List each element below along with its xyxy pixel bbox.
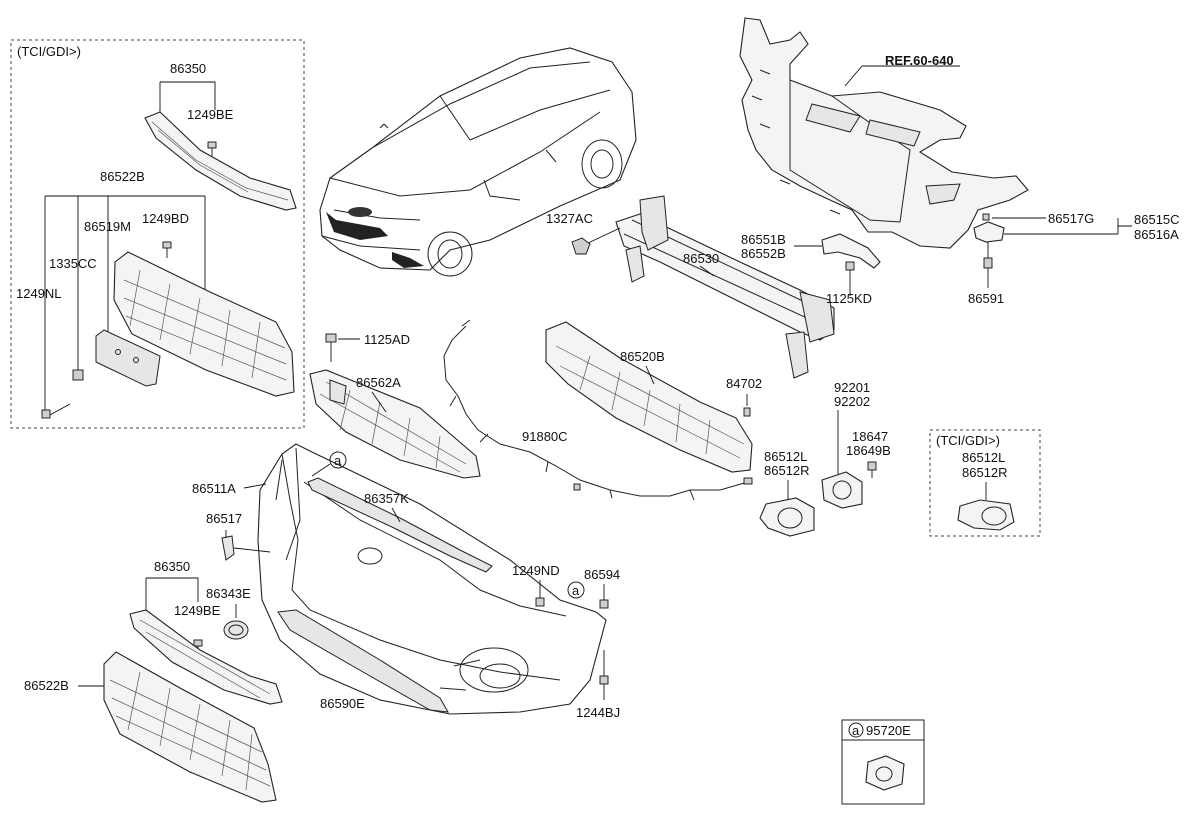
label-86512L: 86512L [764, 449, 807, 464]
clip-1335CC [72, 369, 84, 381]
wiring-harness-91880C[interactable] [443, 319, 753, 501]
callout-table-part: 95720E [866, 723, 911, 738]
label-86530: 86530 [683, 251, 719, 266]
label-86522B-bottom: 86522B [24, 678, 69, 693]
label-86343E: 86343E [206, 586, 251, 601]
upper-bumper-bracket-86562A[interactable] [309, 369, 481, 479]
energy-absorber-86520B[interactable] [545, 321, 753, 473]
label-1125AD: 1125AD [364, 332, 410, 347]
label-1327AC: 1327AC [546, 211, 593, 226]
fog-lamp-92201[interactable] [821, 471, 863, 509]
callout-table-symbol [848, 722, 864, 738]
box-title-left: (TCI/GDI>) [17, 44, 81, 59]
label-1249BE-bottom: 1249BE [174, 603, 221, 618]
radiator-grille-lower-bottom[interactable] [103, 651, 277, 803]
emblem-86343E[interactable] [223, 620, 249, 640]
label-86562A: 86562A [356, 375, 401, 390]
callout-part-table: a 95720E [841, 719, 925, 805]
radiator-grille-upper-bottom[interactable] [129, 609, 283, 705]
label-84702: 84702 [726, 376, 762, 391]
callout-a-2: a [567, 581, 585, 599]
clip-84702 [743, 407, 751, 417]
bumper-impact-beam[interactable] [615, 195, 835, 379]
label-1335CC: 1335CC [49, 256, 97, 271]
screw-1249BE-top [207, 141, 217, 156]
label-86515C: 86515C [1134, 212, 1180, 227]
label-86350-top: 86350 [170, 61, 206, 76]
bracket-86515C[interactable] [973, 221, 1005, 243]
label-86357K: 86357K [364, 491, 409, 506]
fog-lamp-cover-86512L[interactable] [759, 497, 815, 537]
car-illustration [319, 47, 637, 277]
label-86594: 86594 [584, 567, 620, 582]
label-86520B: 86520B [620, 349, 665, 364]
radiator-support-panel [739, 17, 1029, 249]
label-1249BE-top: 1249BE [187, 107, 234, 122]
label-86517: 86517 [206, 511, 242, 526]
radiator-grille-lower-box[interactable] [113, 251, 295, 397]
reference-label: REF.60-640 [885, 53, 954, 68]
label-86512R-box: 86512R [962, 465, 1008, 480]
callout-a-1: a [311, 451, 347, 477]
label-1244BJ: 1244BJ [576, 705, 620, 720]
label-1125KD: 1125KD [826, 291, 872, 306]
label-91880C: 91880C [522, 429, 568, 444]
screw-1249BD [162, 241, 172, 258]
callout-table-letter: a [852, 723, 860, 738]
radiator-grille-upper-top[interactable] [144, 111, 297, 211]
clip-86517G [982, 213, 990, 221]
nut-1327AC [571, 237, 591, 255]
label-92202: 92202 [834, 394, 870, 409]
bracket-plate-86519M [95, 329, 161, 387]
label-86516A: 86516A [1134, 227, 1179, 242]
clip-86517 [221, 535, 235, 561]
bulb-18647 [867, 461, 877, 478]
label-86591: 86591 [968, 291, 1004, 306]
label-86350-bottom: 86350 [154, 559, 190, 574]
label-86522B-top: 86522B [100, 169, 145, 184]
label-86517G: 86517G [1048, 211, 1094, 226]
box-title-right: (TCI/GDI>) [936, 433, 1000, 448]
label-86590E: 86590E [320, 696, 365, 711]
screw-1125AD [325, 333, 337, 362]
tci-gdi-upper-grille-box: (TCI/GDI>) 86350 1249BE 86522B 86519M 12… [10, 39, 305, 429]
bracket-86551B[interactable] [821, 233, 881, 269]
screw-1249ND [535, 580, 545, 607]
label-86519M: 86519M [84, 219, 131, 234]
fog-lamp-cover-tci[interactable] [957, 499, 1015, 531]
screw-1249NL [41, 403, 71, 419]
svg-text:a: a [572, 583, 580, 598]
label-86552B: 86552B [741, 246, 786, 261]
dashed-box-left [10, 39, 305, 429]
svg-text:a: a [334, 453, 342, 468]
clip-86594 [599, 599, 609, 609]
label-86551B: 86551B [741, 232, 786, 247]
bolt-1125KD [845, 261, 855, 296]
label-86512R: 86512R [764, 463, 810, 478]
label-86512L-box: 86512L [962, 450, 1005, 465]
screw-86591 [983, 242, 993, 288]
grille-trim-86357K[interactable] [307, 477, 493, 573]
tci-gdi-fog-cover-box: (TCI/GDI>) 86512L 86512R [929, 429, 1041, 537]
label-1249ND: 1249ND [512, 563, 560, 578]
label-18649B: 18649B [846, 443, 891, 458]
screw-1244BJ [599, 650, 609, 700]
label-92201: 92201 [834, 380, 870, 395]
label-86511A: 86511A [192, 481, 236, 496]
parking-sensor-95720E[interactable] [865, 755, 905, 791]
label-18647: 18647 [852, 429, 888, 444]
label-1249BD: 1249BD [142, 211, 189, 226]
lower-lip-86590E[interactable] [277, 609, 449, 713]
label-1249NL: 1249NL [16, 286, 62, 301]
